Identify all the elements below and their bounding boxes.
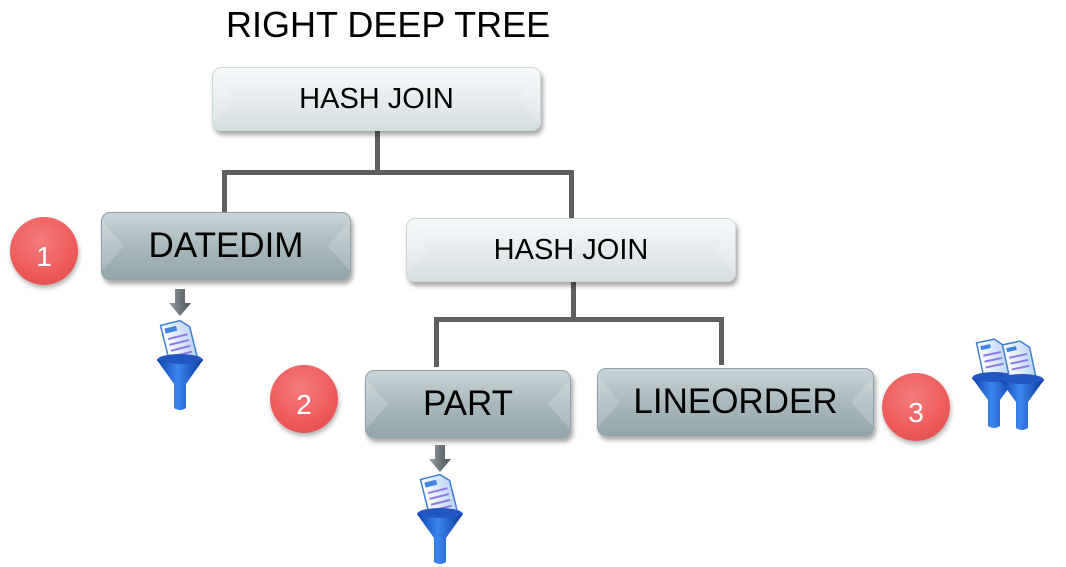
inner-hash-join-node[interactable]: HASH JOIN [406,218,736,282]
step-badge-2: 2 [270,365,338,433]
connector-to-datedim [222,170,227,212]
connector-inner-horizontal [434,317,724,322]
connector-inner-down [571,282,576,320]
inner-hash-join-label: HASH JOIN [493,233,649,266]
connector-root-horizontal [222,170,574,175]
connector-to-part [434,317,439,367]
connector-to-lineorder [719,317,724,365]
diagram-title: RIGHT DEEP TREE [226,4,551,45]
filter-funnel-icon [417,474,463,564]
lineorder-label: LINEORDER [633,382,838,421]
filter-funnel-icon [157,320,203,410]
datedim-node[interactable]: DATEDIM [101,212,351,280]
part-node[interactable]: PART [365,370,571,438]
step-badge-3: 3 [882,373,950,441]
root-hash-join-label: HASH JOIN [299,82,454,115]
datedim-label: DATEDIM [148,226,304,265]
down-arrow-icon [429,445,451,472]
connector-to-inner-join [569,170,574,218]
lineorder-node[interactable]: LINEORDER [597,368,874,436]
down-arrow-icon [169,289,191,316]
root-hash-join-node[interactable]: HASH JOIN [212,67,541,131]
double-filter-funnel-icon [972,338,1044,430]
step-badge-1: 1 [10,217,78,285]
connector-root-down [375,130,380,172]
part-label: PART [422,384,514,423]
